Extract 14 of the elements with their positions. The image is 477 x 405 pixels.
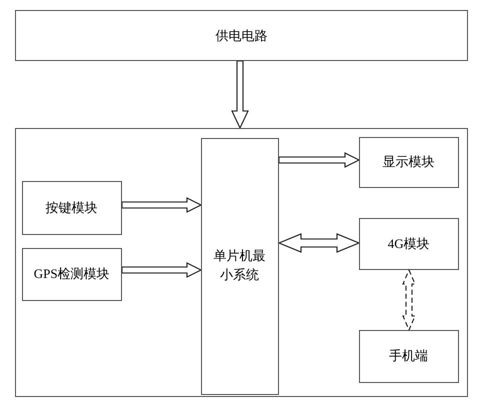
module-box: 按键模块 (22, 180, 122, 235)
block-arrow (121, 262, 202, 278)
system-frame (15, 128, 468, 397)
block-arrow (278, 152, 360, 168)
block-arrow (231, 60, 249, 130)
mcu-box: 单片机最小系统 (200, 138, 279, 395)
block-arrow (121, 197, 202, 213)
module-box: 手机端 (358, 330, 459, 383)
module-box: 显示模块 (358, 136, 459, 188)
module-box: 4G模块 (358, 218, 459, 270)
module-box: GPS检测模块 (22, 248, 122, 301)
double-block-arrow (402, 268, 416, 332)
power-circuit-box: 供电电路 (15, 10, 468, 61)
double-block-arrow (278, 233, 360, 253)
